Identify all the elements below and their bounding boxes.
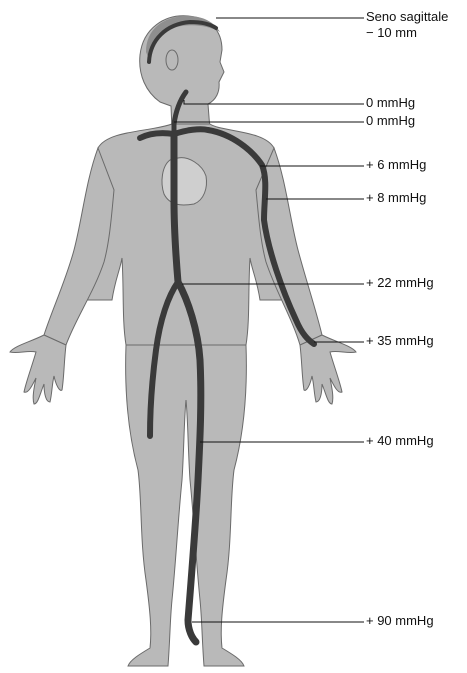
pressure-label-knee: + 40 mmHg — [366, 433, 434, 448]
pressure-label-thorax: 0 mmHg — [366, 113, 415, 128]
vein-cava — [174, 134, 178, 282]
pressure-label-ankle: + 90 mmHg — [366, 613, 434, 628]
pressure-label-abdomen: + 22 mmHg — [366, 275, 434, 290]
pressure-label-subclavian: + 6 mmHg — [366, 157, 426, 172]
pressure-label-sinus-line-2: − 10 mm — [366, 25, 417, 40]
arm-left — [44, 148, 114, 345]
pressure-label-arm: + 8 mmHg — [366, 190, 426, 205]
pressure-label-hand: + 35 mmHg — [366, 333, 434, 348]
human-body-figure — [10, 16, 356, 666]
hand-left — [10, 335, 66, 404]
pressure-labels: Seno sagittale− 10 mm 0 mmHg 0 mmHg + 6 mmH… — [366, 9, 448, 628]
ear — [166, 50, 178, 70]
pressure-label-sinus-line-1: Seno sagittale — [366, 9, 448, 24]
hand-right — [300, 335, 356, 404]
pressure-label-jugular: 0 mmHg — [366, 95, 415, 110]
